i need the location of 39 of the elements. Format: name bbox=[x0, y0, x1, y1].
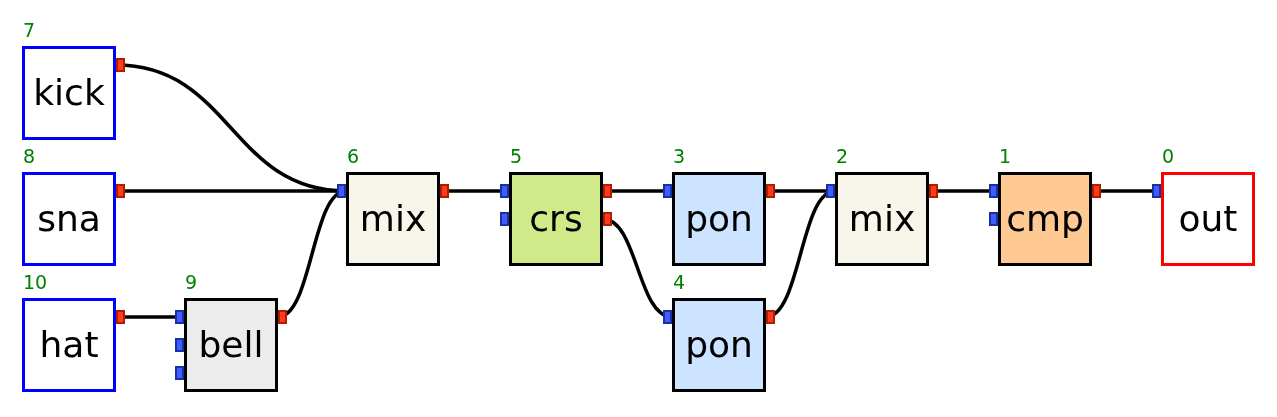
node-number: 9 bbox=[185, 273, 198, 292]
node-number: 4 bbox=[673, 273, 686, 292]
node-number: 8 bbox=[23, 147, 36, 166]
module-box bbox=[184, 298, 278, 392]
module-label: out bbox=[1178, 201, 1238, 237]
connector bbox=[603, 184, 672, 198]
module-label: pon bbox=[685, 201, 753, 237]
node-number: 10 bbox=[23, 273, 48, 292]
connector bbox=[440, 184, 509, 198]
module-box bbox=[346, 172, 440, 266]
module-label: kick bbox=[33, 75, 105, 111]
module-box bbox=[998, 172, 1092, 266]
connector bbox=[1092, 184, 1161, 198]
module-box bbox=[22, 298, 116, 392]
module-box bbox=[509, 172, 603, 266]
node-number: 0 bbox=[1162, 147, 1175, 166]
module-box bbox=[1161, 172, 1255, 266]
module-label: hat bbox=[39, 327, 99, 363]
module-box bbox=[672, 172, 766, 266]
node-number: 2 bbox=[836, 147, 849, 166]
module-box bbox=[835, 172, 929, 266]
connector bbox=[116, 310, 184, 324]
module-label: sna bbox=[37, 201, 101, 237]
module-label: pon bbox=[685, 327, 753, 363]
module-box bbox=[22, 46, 116, 140]
connector bbox=[601, 212, 674, 324]
module-label: cmp bbox=[1006, 201, 1084, 237]
module-label: bell bbox=[198, 327, 264, 363]
node-number: 7 bbox=[23, 21, 36, 40]
module-label: mix bbox=[848, 201, 916, 237]
node-number: 1 bbox=[999, 147, 1012, 166]
module-box bbox=[22, 172, 116, 266]
connector bbox=[929, 184, 998, 198]
node-number: 5 bbox=[510, 147, 523, 166]
node-number: 3 bbox=[673, 147, 686, 166]
node-number: 6 bbox=[347, 147, 360, 166]
module-box bbox=[672, 298, 766, 392]
module-label: mix bbox=[359, 201, 427, 237]
module-label: crs bbox=[529, 201, 583, 237]
